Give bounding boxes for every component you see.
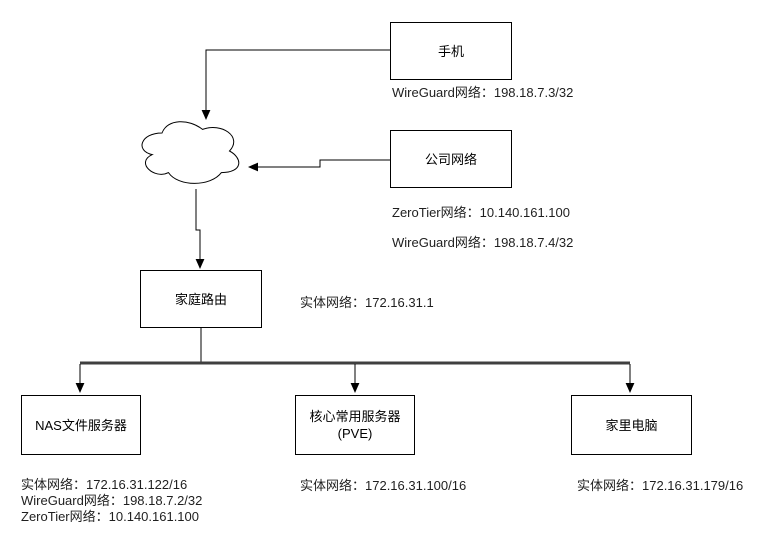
- node-pve-server-label-line1: 核心常用服务器: [309, 409, 401, 424]
- node-home-pc-label: 家里电脑: [605, 417, 658, 433]
- node-pve-server-label-line2: (PVE): [337, 426, 373, 441]
- annotation-nas-physical: 实体网络：172.16.31.122/16: [21, 477, 188, 492]
- node-home-router-label: 家庭路由: [174, 291, 227, 307]
- node-nas-server-label: NAS文件服务器: [35, 417, 127, 433]
- annotation-company-zerotier: ZeroTier网络：10.140.161.100: [392, 205, 571, 220]
- node-company-network-label: 公司网络: [424, 151, 477, 167]
- node-phone-label: 手机: [437, 43, 464, 59]
- annotation-pve-physical: 实体网络：172.16.31.100/16: [300, 478, 467, 493]
- annotation-company-wireguard: WireGuard网络：198.18.7.4/32: [392, 235, 574, 250]
- edge-company-to-cloud: [248, 159, 390, 172]
- node-company-network: 公司网络: [390, 130, 512, 188]
- annotation-nas-zerotier: ZeroTier网络：10.140.161.100: [21, 509, 200, 524]
- annotation-router-physical: 实体网络：172.16.31.1: [300, 295, 434, 310]
- edge-phone-to-cloud: [201, 49, 390, 120]
- node-home-router: 家庭路由: [140, 270, 262, 328]
- edge-cloud-to-router: [195, 189, 205, 269]
- node-pve-server: 核心常用服务器 (PVE): [295, 395, 415, 455]
- annotation-pc-physical: 实体网络：172.16.31.179/16: [577, 478, 744, 493]
- internet-cloud-icon: [141, 121, 240, 184]
- annotation-nas-wireguard: WireGuard网络：198.18.7.2/32: [21, 493, 203, 508]
- annotation-phone-wireguard: WireGuard网络：198.18.7.3/32: [392, 85, 574, 100]
- node-nas-server: NAS文件服务器: [21, 395, 141, 455]
- node-phone: 手机: [390, 22, 512, 80]
- node-home-pc: 家里电脑: [571, 395, 692, 455]
